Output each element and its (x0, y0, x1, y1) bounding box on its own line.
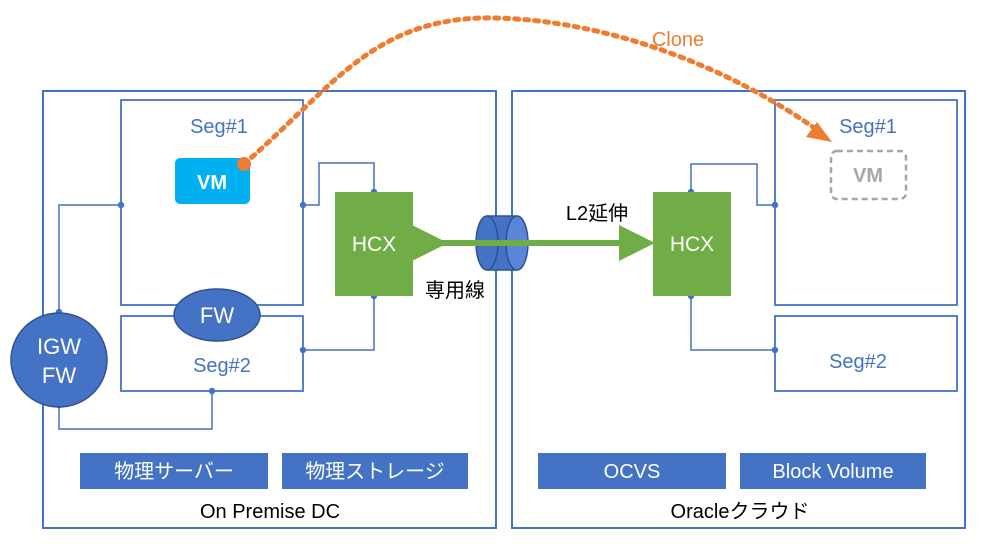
clone-path (241, 15, 823, 167)
onprem-vm-label: VM (197, 172, 227, 194)
oracle-title: Oracleクラウド (671, 500, 810, 523)
onprem-physical-server-bar (80, 453, 268, 489)
oracle-hcx[interactable] (653, 192, 731, 296)
onprem-fw[interactable] (173, 288, 261, 342)
clone-arrowhead-icon (806, 122, 832, 142)
oracle-block-volume-bar (740, 453, 926, 489)
oracle-vm-label: VM (853, 165, 883, 187)
oracle-seg2-label: Seg#2 (829, 351, 887, 373)
onprem-vm[interactable] (175, 158, 250, 204)
dedicated-line-label: 専用線 (425, 279, 485, 302)
onprem-seg2-label: Seg#2 (193, 355, 251, 377)
onprem-physical-server-label: 物理サーバー (114, 460, 234, 483)
onprem-hcx[interactable] (335, 192, 413, 296)
onprem-title: On Premise DC (200, 501, 340, 523)
oracle-seg2-box[interactable] (774, 315, 958, 392)
oracle-ocvs-label: OCVS (604, 461, 661, 483)
clone-origin-dot (237, 157, 251, 171)
onprem-physical-storage-bar (282, 453, 468, 489)
onprem-physical-storage-label: 物理ストレージ (305, 460, 445, 483)
oracle-block-volume-label: Block Volume (772, 461, 893, 483)
onprem-network-links (58, 162, 375, 430)
onprem-fw-label: FW (200, 303, 234, 328)
oracle-hcx-label: HCX (670, 233, 714, 256)
onprem-datacenter-frame (42, 90, 497, 529)
oracle-ocvs-bar (538, 453, 726, 489)
oracle-cloud-frame (511, 90, 966, 529)
onprem-igw-fw[interactable] (10, 312, 108, 408)
oracle-network-links (690, 163, 775, 351)
l2-extension-label: L2延伸 (566, 202, 628, 225)
oracle-seg1-label: Seg#1 (839, 116, 897, 138)
oracle-vm-clone-placeholder[interactable] (829, 149, 908, 201)
onprem-seg1-label: Seg#1 (190, 116, 248, 138)
onprem-igw-label-line2: FW (42, 363, 76, 388)
onprem-igw-label-line1: IGW (37, 334, 81, 359)
clone-label: Clone (652, 29, 704, 51)
onprem-hcx-label: HCX (352, 233, 396, 256)
